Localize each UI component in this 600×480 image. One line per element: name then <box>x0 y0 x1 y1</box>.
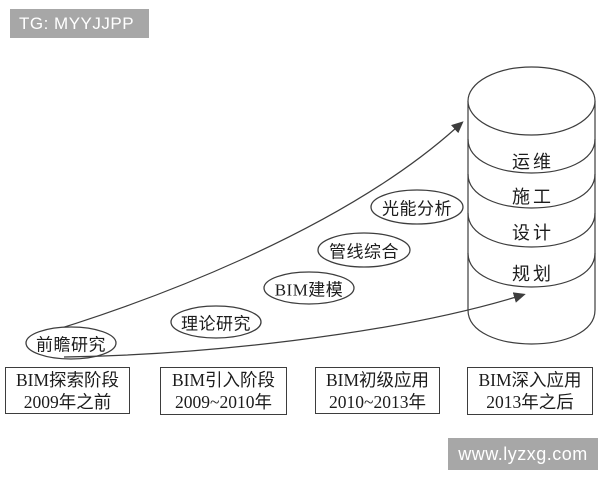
bubble-label-bim-jianmo: BIM建模 <box>274 280 344 300</box>
stage-name: BIM引入阶段 <box>171 370 276 390</box>
bubble-qianzhan-ellipse <box>25 326 117 360</box>
cylinder-divider-1 <box>467 138 596 174</box>
bubble-label-guangneng: 光能分析 <box>382 199 452 219</box>
stage-period: 2009年之前 <box>23 391 112 412</box>
bubble-lilun-ellipse <box>170 305 262 339</box>
planning-curve-arrow <box>63 292 526 358</box>
bubble-label-lilun: 理论研究 <box>181 314 251 334</box>
cylinder-divider-4 <box>467 252 596 288</box>
bubble-group <box>25 189 464 360</box>
bubble-guangneng-ellipse <box>370 189 464 225</box>
watermark-header: TG: MYYJJPP <box>10 9 149 38</box>
stage-box-exploration: BIM探索阶段 2009年之前 <box>5 367 130 414</box>
cylinder-layer-sheji: 设计 <box>512 223 554 243</box>
cylinder-layer-guihua: 规划 <box>512 264 554 284</box>
cylinder-layer-shigong: 施工 <box>512 187 554 207</box>
stage-period: 2013年之后 <box>486 392 574 412</box>
cylinder-divider-2 <box>467 173 596 209</box>
growth-curve-arrow <box>27 121 464 339</box>
watermark-footer: www.lyzxg.com <box>448 438 598 470</box>
stage-box-advanced: BIM深入应用 2013年之后 <box>467 367 593 415</box>
stage-name: BIM初级应用 <box>325 369 430 390</box>
cylinder-divider-3 <box>467 212 596 248</box>
stage-box-introduction: BIM引入阶段 2009~2010年 <box>160 367 287 415</box>
cylinder-layer-yunwei: 运维 <box>512 152 554 172</box>
stage-period: 2009~2010年 <box>175 392 272 412</box>
stage-box-primary: BIM初级应用 2010~2013年 <box>315 367 440 414</box>
bubble-guanxian-ellipse <box>317 232 411 268</box>
stage-period: 2010~2013年 <box>329 391 426 412</box>
stage-name: BIM深入应用 <box>478 370 582 390</box>
stage-name: BIM探索阶段 <box>15 369 120 390</box>
cylinder-shape <box>467 66 596 345</box>
bubble-label-qianzhan: 前瞻研究 <box>36 335 106 355</box>
bubble-bim-jianmo-ellipse <box>263 271 355 305</box>
bubble-label-guanxian: 管线综合 <box>329 242 399 262</box>
cylinder-top-ellipse <box>467 66 596 136</box>
